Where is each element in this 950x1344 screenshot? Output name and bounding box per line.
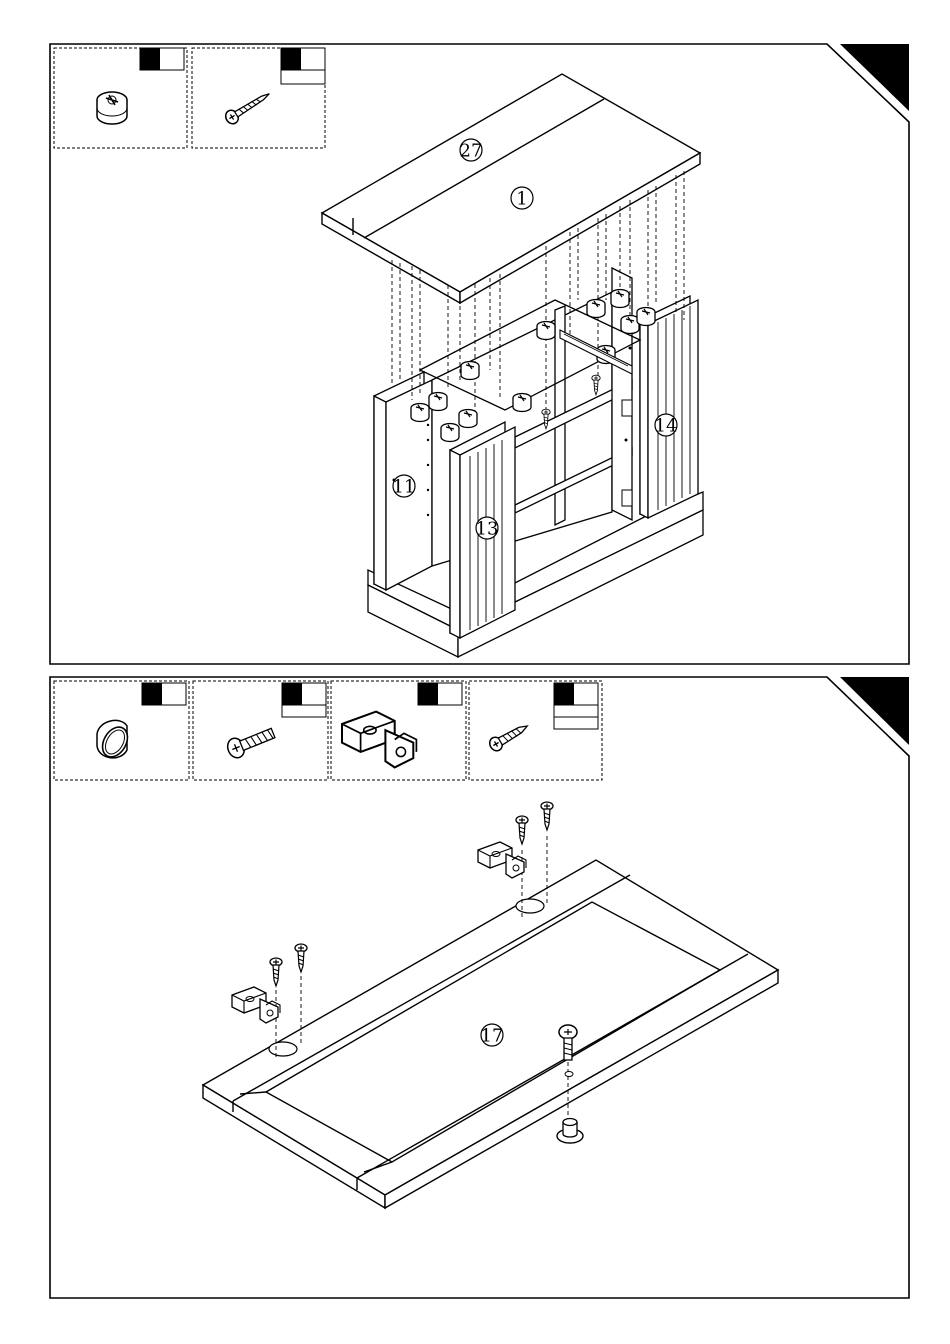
qty-box-5 xyxy=(418,683,462,705)
qty-box-1 xyxy=(140,48,184,70)
part-label-14: 14 xyxy=(655,414,678,437)
cam-lock-icon xyxy=(97,92,127,124)
part-label-11: 11 xyxy=(393,475,416,498)
step-1-frame: 27 1 11 13 14 xyxy=(50,44,909,664)
part-label-11-text: 11 xyxy=(393,477,416,498)
part-label-27-text: 27 xyxy=(460,141,483,162)
knob-icon xyxy=(97,720,133,761)
part-label-17: 17 xyxy=(481,1024,504,1047)
part-label-14-text: 14 xyxy=(655,416,678,437)
step-2-frame: 17 xyxy=(50,677,909,1298)
top-board xyxy=(322,74,700,303)
step-2-corner-marker xyxy=(840,677,909,745)
hinge-icon xyxy=(342,712,416,768)
part-label-27: 27 xyxy=(460,139,483,162)
qty-box-4 xyxy=(282,683,326,717)
machine-screw-icon xyxy=(225,724,277,761)
cabinet-drawing xyxy=(368,268,703,657)
step-1-corner-marker xyxy=(840,44,909,111)
qty-box-2 xyxy=(281,48,325,84)
part-label-13: 13 xyxy=(476,517,499,540)
knob-part xyxy=(557,1119,583,1144)
part-label-1-text: 1 xyxy=(516,189,527,210)
qty-box-3 xyxy=(142,683,186,705)
part-label-1: 1 xyxy=(511,187,533,210)
qty-box-6 xyxy=(554,683,598,729)
small-wood-screw-icon xyxy=(487,720,530,753)
part-label-13-text: 13 xyxy=(476,519,499,540)
wood-screw-icon xyxy=(223,88,273,126)
part-label-17-text: 17 xyxy=(481,1026,504,1047)
